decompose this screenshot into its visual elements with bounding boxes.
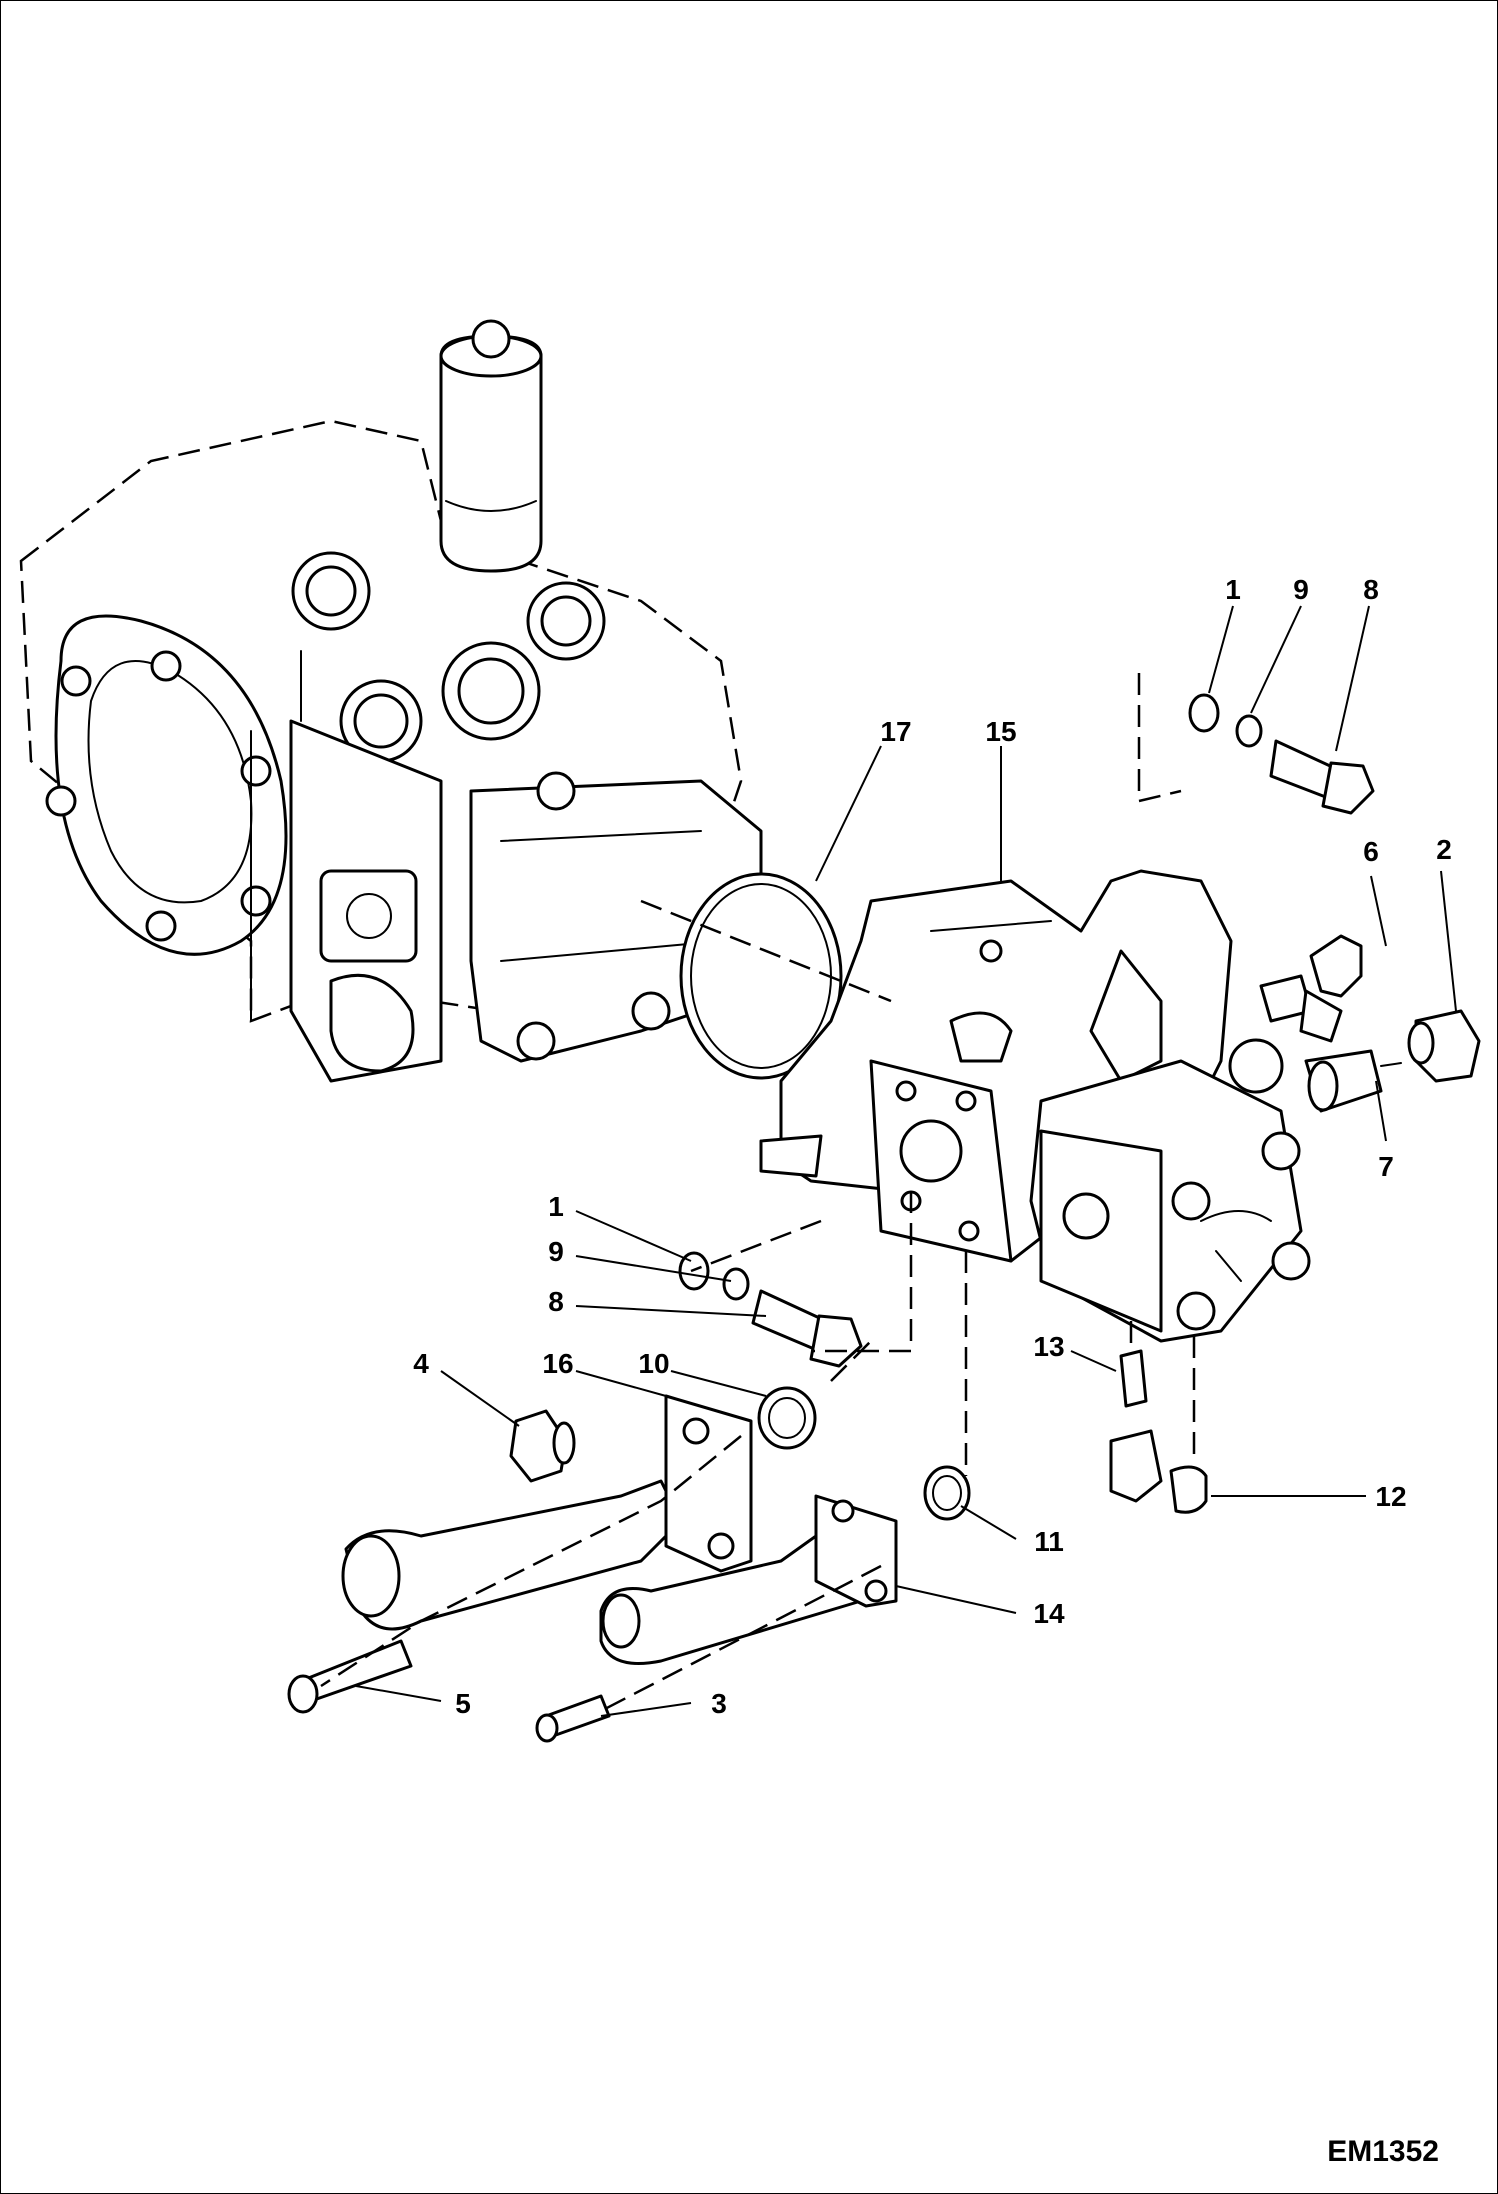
callout-9-top: 9 <box>1293 574 1309 605</box>
flange-14 <box>814 1494 898 1608</box>
callout-17: 17 <box>880 716 911 747</box>
lock-washer-9a <box>1235 714 1263 748</box>
callout-16: 16 <box>542 1348 573 1379</box>
o-ring-17 <box>679 872 843 1080</box>
hardware-top-right <box>1188 693 1481 1113</box>
gear-pump-assembly <box>759 869 1313 1343</box>
callout-3: 3 <box>711 1688 727 1719</box>
lock-washer-9b <box>722 1267 750 1301</box>
plug-12 <box>1169 1465 1208 1514</box>
callout-8-top: 8 <box>1363 574 1379 605</box>
callout-2: 2 <box>1436 834 1452 865</box>
callout-12: 12 <box>1375 1481 1406 1512</box>
callout-11: 11 <box>1034 1526 1064 1557</box>
callout-5: 5 <box>455 1688 471 1719</box>
mounting-flange <box>54 614 288 956</box>
callout-1-mid: 1 <box>548 1191 564 1222</box>
hardware-middle <box>509 1251 1208 1521</box>
fitting-6 <box>1309 934 1363 998</box>
callout-labels: 1 9 8 17 15 6 2 7 1 9 8 4 16 10 13 12 11… <box>413 574 1452 1719</box>
callout-10: 10 <box>638 1348 669 1379</box>
callout-4: 4 <box>413 1348 429 1379</box>
callout-13: 13 <box>1033 1331 1064 1362</box>
callout-14: 14 <box>1033 1598 1065 1629</box>
washer-1a <box>1188 693 1220 733</box>
callout-15: 15 <box>985 716 1016 747</box>
callout-9-mid: 9 <box>548 1236 564 1267</box>
assembly-centerlines <box>320 673 1196 1713</box>
callout-7: 7 <box>1378 1151 1394 1182</box>
callout-1-top: 1 <box>1225 574 1241 605</box>
callout-8-mid: 8 <box>548 1286 564 1317</box>
callout-6: 6 <box>1363 836 1379 867</box>
o-ring-10 <box>757 1386 817 1450</box>
elbow-4 <box>509 1409 568 1483</box>
fitting-13 <box>1119 1349 1148 1408</box>
figure-code: EM1352 <box>1327 2135 1439 2168</box>
o-ring-11 <box>923 1465 971 1521</box>
leader-lines <box>355 605 1457 1717</box>
tubes-and-screws <box>287 1394 898 1743</box>
hydrostatic-pump-assembly <box>19 319 763 1083</box>
